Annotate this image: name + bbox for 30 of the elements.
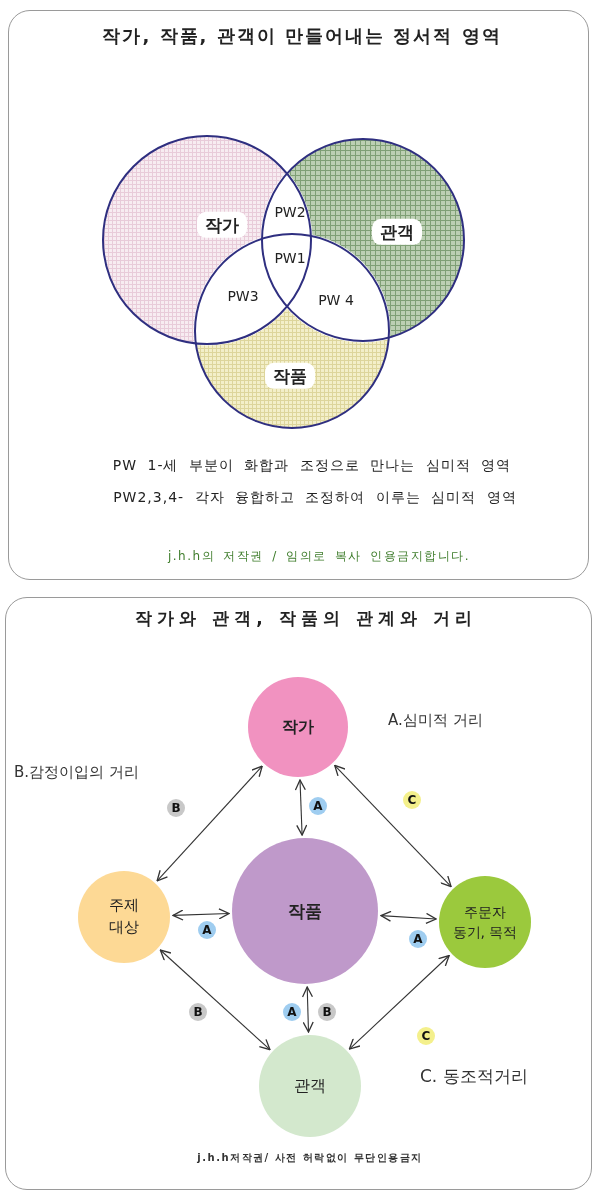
copyright-text: j.h.h저작권/ 사전 허락없이 무단인용금지 <box>197 1152 423 1164</box>
region-label: PW 4 <box>318 291 354 309</box>
panel-title: 작가와 관객, 작품의 관계와 거리 <box>135 607 477 629</box>
note-text: PW 1-세 부분이 화합과 조정으로 만나는 심미적 영역 <box>112 456 512 474</box>
node-label: 주제 대상 <box>108 895 140 938</box>
note-text: PW2,3,4- 각자 융합하고 조정하여 이루는 심미적 영역 <box>113 488 517 506</box>
node-label: 관객 <box>294 1075 326 1098</box>
circle-label: 관객 <box>372 218 422 246</box>
circle-label: 작품 <box>265 362 315 390</box>
region-label: PW2 <box>274 203 306 221</box>
region-label: PW1 <box>274 249 306 267</box>
panel-title: 작가, 작품, 관객이 만들어내는 정서적 영역 <box>102 25 502 47</box>
double-arrow <box>294 779 308 836</box>
note-text: B.감정이입의 거리 <box>14 763 139 781</box>
double-arrow <box>334 764 452 888</box>
double-arrow <box>156 765 263 882</box>
double-arrow <box>348 954 450 1050</box>
double-arrow <box>380 910 437 924</box>
node-label: 주문자 동기, 목적 <box>451 902 519 942</box>
circle-label: 작가 <box>197 211 247 239</box>
region-label: PW3 <box>227 287 259 305</box>
node-label: 작품 <box>288 899 322 923</box>
double-arrow <box>172 908 230 921</box>
copyright-text: j.h.h의 저작권 / 임의로 복사 인용금지합니다. <box>167 548 471 564</box>
panel <box>5 597 592 1190</box>
panel <box>8 10 589 580</box>
double-arrow <box>301 986 314 1033</box>
note-text: C. 동조적거리 <box>420 1065 528 1087</box>
node-label: 작가 <box>282 716 314 739</box>
double-arrow <box>159 949 271 1051</box>
